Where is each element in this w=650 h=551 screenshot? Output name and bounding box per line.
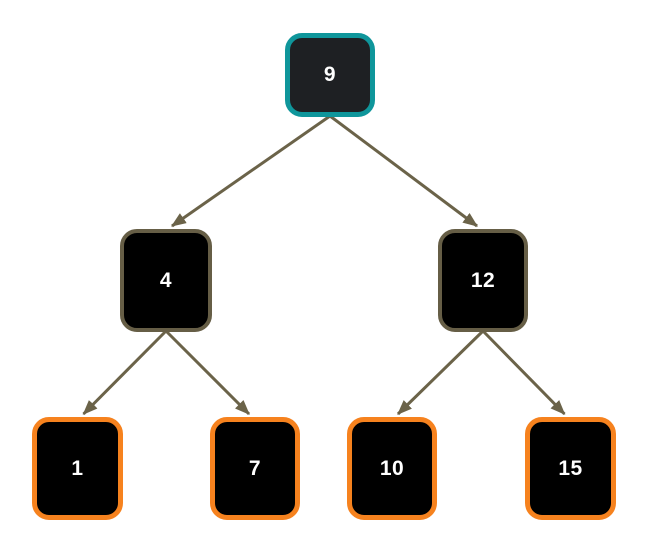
tree-node-label: 4: [159, 268, 173, 292]
tree-node-10: 10: [347, 417, 437, 520]
edge-9-4: [171, 114, 331, 228]
tree-node-label: 15: [558, 456, 583, 480]
tree-node-label: 1: [71, 456, 84, 480]
tree-node-12: 12: [438, 229, 528, 332]
tree-node-label: 9: [323, 63, 337, 86]
tree-node-label: 10: [379, 456, 405, 480]
edge-12-15: [481, 329, 566, 416]
tree-node-15: 15: [525, 417, 616, 520]
edge-4-7: [164, 329, 251, 416]
edge-9-12: [329, 114, 478, 228]
tree-node-7: 7: [210, 417, 300, 520]
edge-12-10: [396, 329, 485, 416]
tree-node-label: 12: [470, 268, 496, 292]
tree-node-4: 4: [120, 229, 212, 332]
tree-node-label: 7: [248, 456, 262, 480]
edge-4-1: [82, 329, 168, 416]
tree-node-1: 1: [32, 417, 123, 520]
tree-node-9: 9: [285, 33, 375, 117]
